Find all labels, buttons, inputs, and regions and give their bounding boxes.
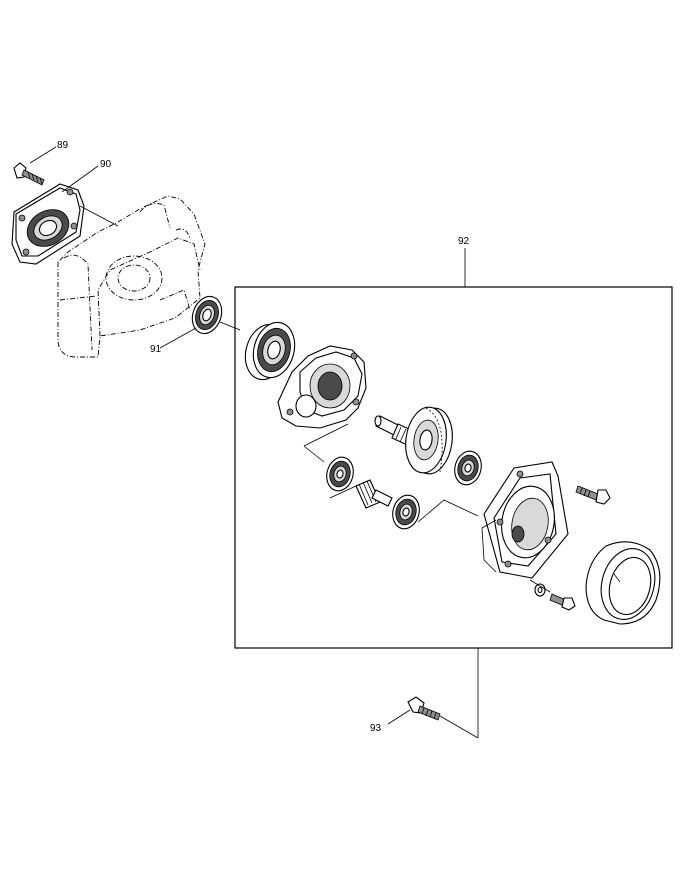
leader-93 (387, 709, 411, 725)
part-outer-ring (585, 541, 661, 625)
part-small-bearing-left (326, 456, 354, 492)
leader-93-join (439, 715, 479, 739)
part-93-bolt (407, 696, 441, 721)
part-large-bearing (244, 321, 296, 381)
callout-89: 89 (57, 140, 69, 151)
axis-line-91 (219, 321, 241, 331)
part-washer (534, 583, 546, 597)
callout-91: 91 (150, 344, 162, 355)
axis-line-90 (79, 205, 119, 227)
part-small-bearing-right (454, 450, 482, 486)
callout-93: 93 (370, 723, 382, 734)
callout-92: 92 (458, 236, 470, 247)
leader-89 (29, 146, 57, 164)
part-gear-case-cover (483, 461, 569, 579)
callout-90: 90 (100, 159, 112, 170)
phantom-gear-housing (57, 195, 206, 358)
part-gear-housing-cover (277, 345, 367, 429)
part-91-ball-bearing (191, 295, 223, 335)
part-bolt-upper-right (575, 485, 611, 505)
part-small-bearing-lower (392, 494, 420, 530)
leader-91 (159, 327, 197, 349)
part-pinion-shaft (355, 479, 393, 509)
part-89-bolt (13, 162, 45, 186)
assembly-connector-lines (303, 423, 551, 593)
part-bolt-lower (549, 593, 576, 611)
part-90-bearing-retainer (11, 183, 85, 265)
leader-90 (61, 165, 99, 193)
part-gear-shaft (374, 406, 453, 475)
assembly-92-frame (234, 286, 673, 649)
